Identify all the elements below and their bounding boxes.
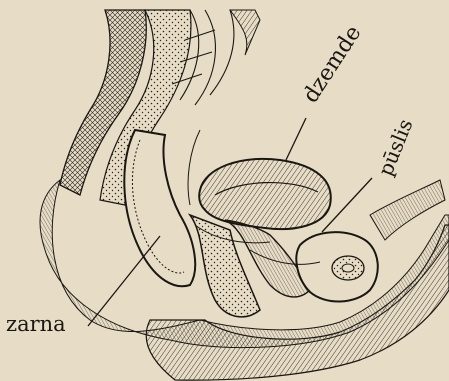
bladder-core	[342, 264, 354, 272]
uterus	[199, 159, 331, 229]
leader-line-intestine	[88, 236, 160, 326]
vertebra-column-edge	[230, 10, 260, 55]
leader-line-uterus	[286, 118, 306, 160]
label-intestine: zarna	[6, 314, 66, 335]
anterior-wall	[370, 180, 445, 240]
